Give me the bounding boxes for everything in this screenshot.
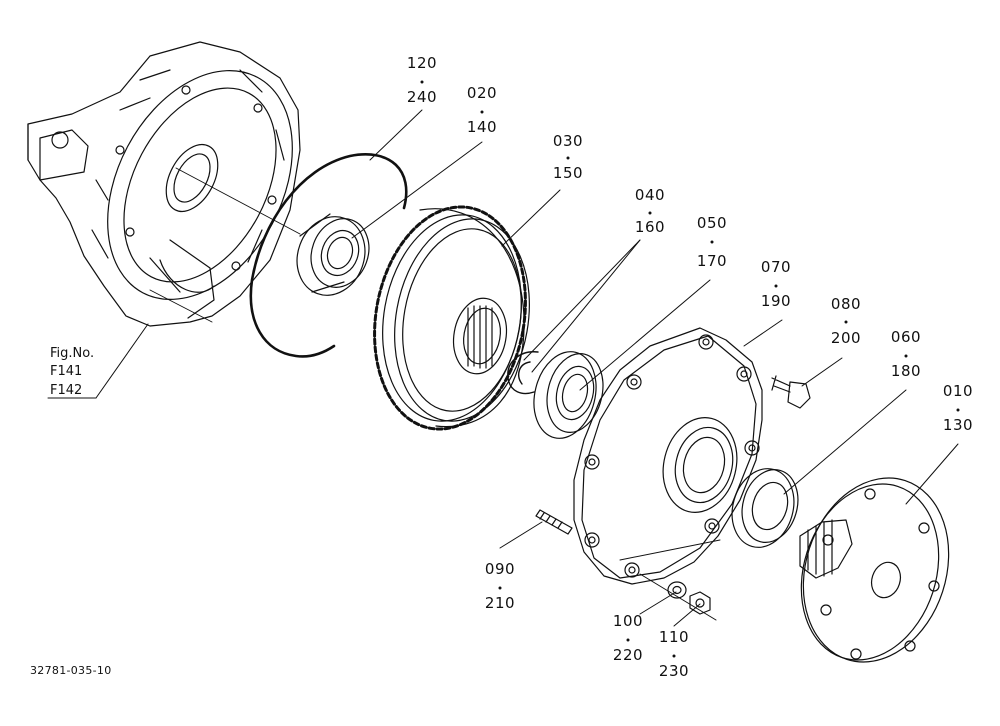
stud-part bbox=[535, 509, 573, 535]
callout-050-bottom: 170 bbox=[696, 252, 728, 270]
callout-020-dot bbox=[480, 110, 484, 114]
figure-code: 32781-035-10 bbox=[30, 664, 112, 677]
callout-040-dot bbox=[648, 211, 652, 215]
callout-090-top: 090 bbox=[484, 560, 516, 578]
callout-070-top: 070 bbox=[760, 258, 792, 276]
figure-reference: Fig.No. F141 F142 bbox=[50, 346, 94, 399]
callout-100-top: 100 bbox=[612, 612, 644, 630]
callout-090-bottom: 210 bbox=[484, 594, 516, 612]
callout-080-dot bbox=[844, 320, 848, 324]
axle-flange-part bbox=[799, 477, 950, 663]
callout-020-top: 020 bbox=[466, 84, 498, 102]
callout-040-top: 040 bbox=[634, 186, 666, 204]
callout-050-top: 050 bbox=[696, 214, 728, 232]
circlip-part bbox=[507, 351, 539, 395]
callout-010-top: 010 bbox=[942, 382, 974, 400]
callout-090-dot bbox=[498, 586, 502, 590]
figure-reference-f142: F142 bbox=[50, 382, 83, 398]
nut-part bbox=[689, 591, 711, 615]
cover-plate-part bbox=[573, 327, 763, 585]
callout-070-dot bbox=[774, 284, 778, 288]
bearing-050-part bbox=[533, 351, 604, 439]
callout-070-bottom: 190 bbox=[760, 292, 792, 310]
callout-100-bottom: 220 bbox=[612, 646, 644, 664]
callout-060-bottom: 180 bbox=[890, 362, 922, 380]
callout-100-dot bbox=[626, 638, 630, 642]
callout-010-dot bbox=[956, 408, 960, 412]
leader-lines bbox=[47, 109, 959, 627]
callout-120-bottom: 240 bbox=[406, 88, 438, 106]
callout-040-bottom: 160 bbox=[634, 218, 666, 236]
callout-110-bottom: 230 bbox=[658, 662, 690, 680]
callout-060-top: 060 bbox=[890, 328, 922, 346]
callout-030-dot bbox=[566, 156, 570, 160]
callout-110-top: 110 bbox=[658, 628, 690, 646]
figure-reference-title: Fig.No. bbox=[50, 346, 95, 361]
figure-reference-f141: F141 bbox=[50, 364, 83, 380]
callout-080-bottom: 200 bbox=[830, 329, 862, 347]
callout-010-bottom: 130 bbox=[942, 416, 974, 434]
bolt-part bbox=[771, 375, 811, 409]
callout-050-dot bbox=[710, 240, 714, 244]
oil-seal-part bbox=[731, 468, 799, 548]
callout-080-top: 080 bbox=[830, 295, 862, 313]
bearing-020-part bbox=[296, 213, 370, 296]
callout-120-dot bbox=[420, 80, 424, 84]
callout-030-bottom: 150 bbox=[552, 164, 584, 182]
washer-part bbox=[667, 581, 687, 599]
snap-ring-part bbox=[249, 153, 408, 358]
bevel-gear-part bbox=[373, 205, 530, 431]
callout-030-top: 030 bbox=[552, 132, 584, 150]
callout-110-dot bbox=[672, 654, 676, 658]
callout-120-top: 120 bbox=[406, 54, 438, 72]
callout-020-bottom: 140 bbox=[466, 118, 498, 136]
housing-part bbox=[27, 41, 301, 327]
callout-060-dot bbox=[904, 354, 908, 358]
